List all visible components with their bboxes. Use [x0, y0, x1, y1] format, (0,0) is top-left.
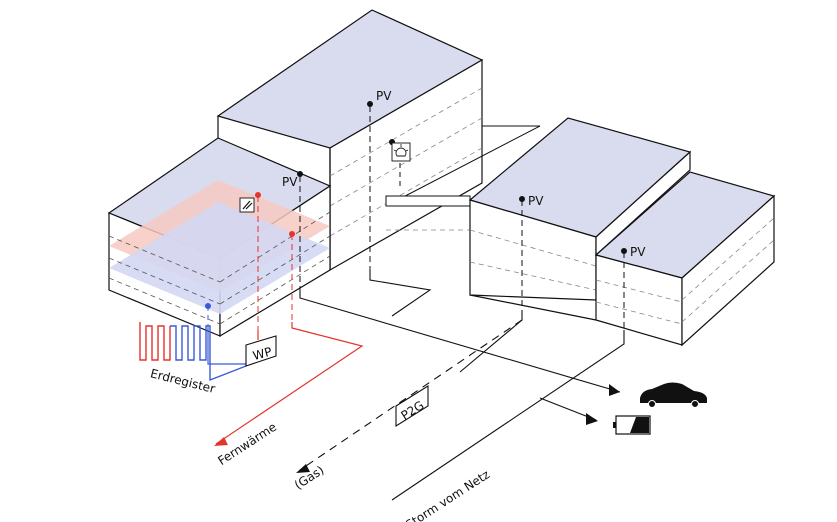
heat-marker [289, 231, 295, 237]
storm-vom-netz-label: Storm vom Netz [403, 467, 492, 522]
pv-label-1: PV [376, 89, 392, 103]
cold-marker [205, 303, 211, 309]
right-building-back [468, 117, 692, 301]
pv-marker-3: PV [519, 194, 544, 208]
map-pin-icon [297, 171, 303, 177]
cool-floor-plane [109, 202, 330, 314]
map-pin-icon [367, 101, 373, 107]
gas-label: (Gas) [292, 463, 327, 492]
map-pin-icon [621, 248, 627, 254]
ground-network [207, 270, 625, 501]
pv-marker-2: PV [282, 171, 303, 189]
car-icon [640, 382, 707, 408]
erdregister-label: Erdregister [149, 366, 217, 396]
pv-marker-1: PV [367, 89, 392, 107]
wp-box: WP [245, 335, 277, 367]
lamp-icon [389, 139, 411, 162]
erdregister-coil [139, 322, 247, 382]
risers [207, 106, 625, 330]
pv-label-4: PV [630, 245, 646, 259]
wp-label: WP [251, 345, 273, 363]
left-building [107, 137, 332, 338]
map-pin-icon [519, 196, 525, 202]
p2g-box: P2G [395, 385, 429, 427]
right-building-front [469, 171, 776, 347]
battery-icon [613, 415, 651, 435]
pv-marker-4: PV [621, 245, 646, 259]
pv-label-2: PV [282, 175, 298, 189]
solar-collector-icon [239, 192, 261, 213]
pv-label-3: PV [528, 194, 544, 208]
